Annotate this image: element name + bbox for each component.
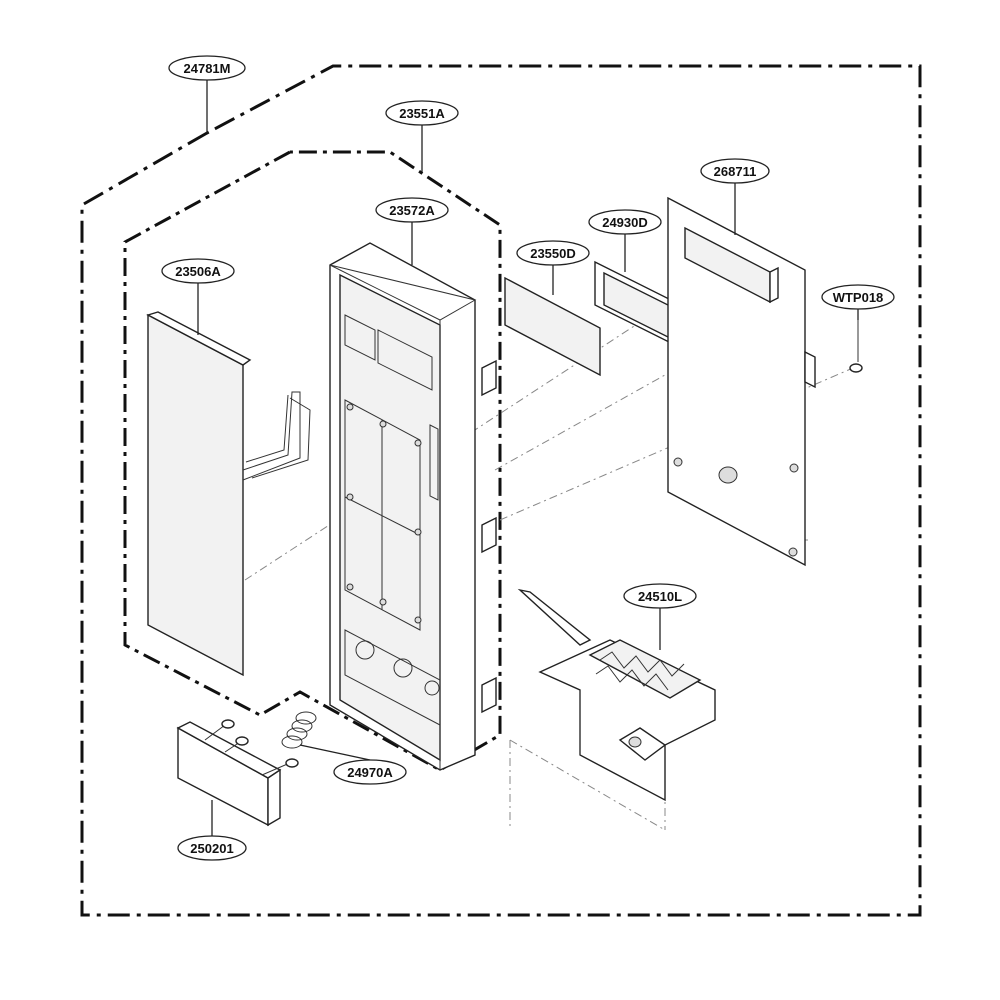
callout-23551A: 23551A (385, 100, 459, 126)
label-24970A: 24970A (347, 765, 393, 780)
callout-24781M: 24781M (168, 55, 246, 81)
push-button-part (176, 719, 299, 827)
spring-part (281, 711, 317, 749)
label-24930D: 24930D (602, 215, 648, 230)
assembly-boundary (80, 64, 922, 917)
control-panel-part (329, 242, 497, 771)
label-24510L: 24510L (638, 589, 682, 604)
label-268711: 268711 (714, 164, 757, 179)
label-23550D: 23550D (530, 246, 576, 261)
label-250201: 250201 (190, 841, 233, 856)
window-film-part (504, 276, 601, 377)
callout-250201: 250201 (177, 835, 247, 861)
callout-268711: 268711 (700, 158, 770, 184)
callout-23550D: 23550D (516, 240, 590, 266)
label-WTP018: WTP018 (833, 290, 884, 305)
callout-23506A: 23506A (161, 258, 235, 284)
callout-24510L: 24510L (623, 583, 697, 609)
leader-lines (197, 80, 859, 836)
screw-part (849, 315, 863, 373)
door-assembly-boundary (123, 150, 502, 772)
label-24781M: 24781M (184, 61, 231, 76)
latch-lever-part (517, 588, 716, 802)
callout-24930D: 24930D (588, 209, 662, 235)
callout-24970A: 24970A (333, 759, 407, 785)
label-23506A: 23506A (175, 264, 221, 279)
callout-23572A: 23572A (375, 197, 449, 223)
pcb-assembly-part (667, 196, 816, 567)
label-23551A: 23551A (399, 106, 445, 121)
callout-WTP018: WTP018 (821, 284, 895, 310)
membrane-sheet-part (146, 311, 311, 677)
label-23572A: 23572A (389, 203, 435, 218)
